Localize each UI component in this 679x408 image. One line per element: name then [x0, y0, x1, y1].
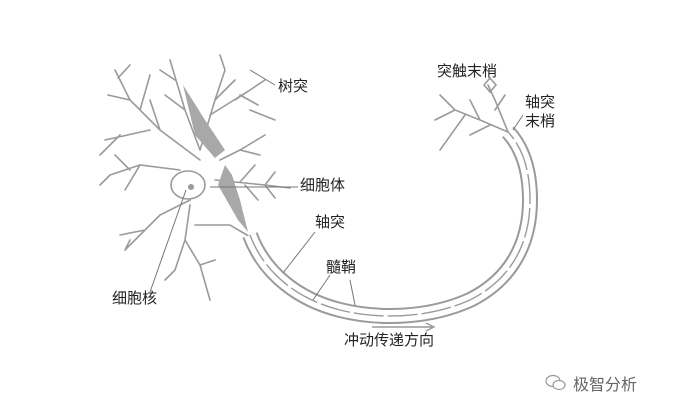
watermark-text: 极智分析 — [573, 375, 638, 394]
label-dendrite: 树突 — [278, 77, 309, 95]
label-cell-body: 细胞体 — [300, 176, 346, 194]
nucleolus — [188, 184, 194, 190]
label-myelin: 髓鞘 — [326, 258, 357, 276]
label-axon-terminal-line1: 轴突 — [525, 93, 556, 111]
nucleus-outline — [170, 170, 206, 200]
wechat-icon — [545, 374, 566, 391]
watermark: 极智分析 — [545, 371, 637, 395]
axon-terminals — [434, 76, 509, 151]
label-axon: 轴突 — [315, 213, 346, 231]
label-axon-terminal-line2: 末梢 — [525, 112, 556, 130]
label-impulse-direction: 冲动传递方向 — [344, 331, 435, 349]
cell-body-dark — [183, 85, 248, 232]
impulse-arrow — [372, 322, 436, 332]
dendrites — [99, 54, 291, 301]
axon-myelin — [242, 126, 539, 324]
pointer-lines — [149, 69, 524, 306]
label-synaptic-terminal: 突触末梢 — [437, 62, 498, 80]
label-nucleus: 细胞核 — [112, 289, 158, 307]
